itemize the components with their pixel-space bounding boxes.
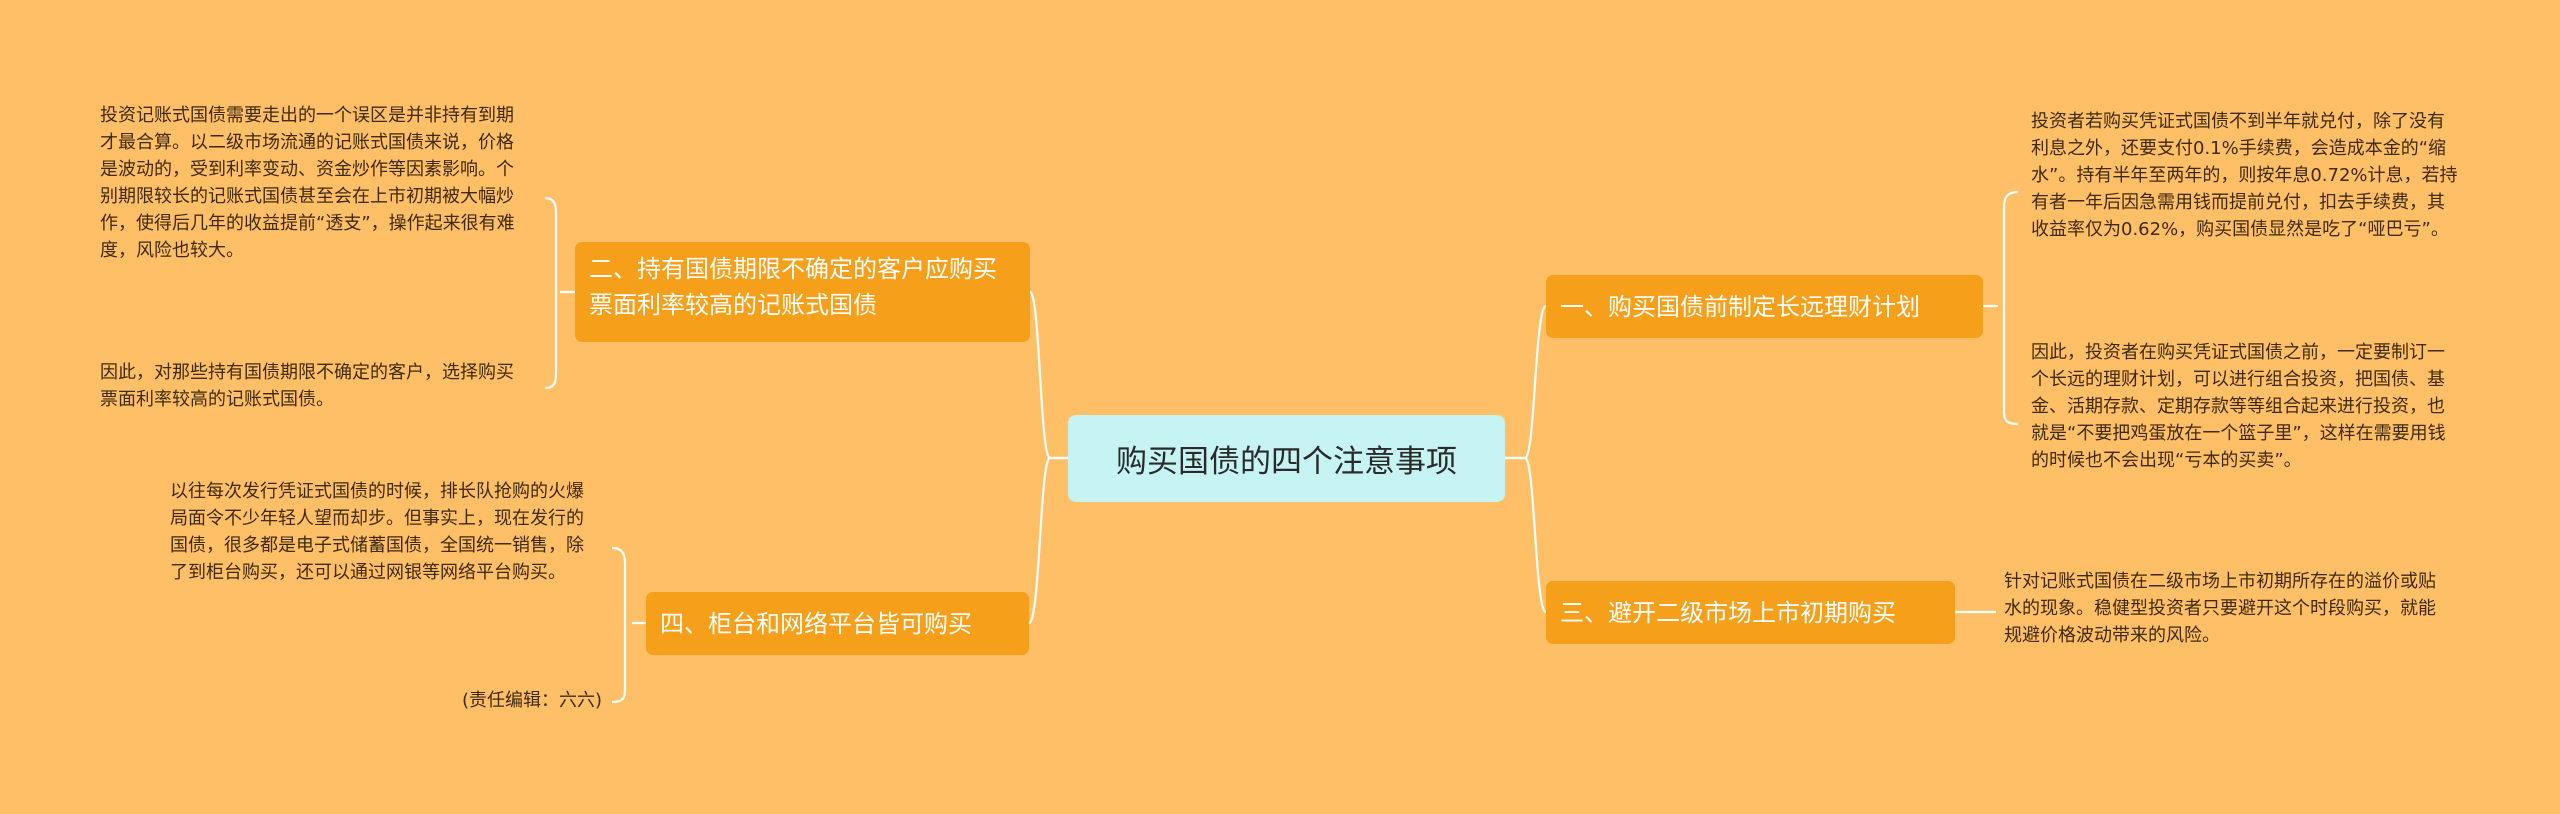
branch-3-label: 三、避开二级市场上市初期购买 bbox=[1560, 598, 1896, 627]
branch-3[interactable]: 三、避开二级市场上市初期购买 bbox=[1546, 581, 1955, 644]
connector-b2-leaves bbox=[544, 196, 575, 390]
connector-b1-leaves bbox=[1983, 190, 2019, 426]
branch-2[interactable]: 二、持有国债期限不确定的客户应购买票面利率较高的记账式国债 bbox=[575, 242, 1030, 342]
branch-1[interactable]: 一、购买国债前制定长远理财计划 bbox=[1546, 275, 1983, 338]
branch-1-label: 一、购买国债前制定长远理财计划 bbox=[1560, 292, 1920, 321]
branch-4-leaf-2: (责任编辑：六六) bbox=[461, 690, 602, 711]
branch-2-label: 二、持有国债期限不确定的客户应购买票面利率较高的记账式国债 bbox=[589, 255, 997, 319]
connector-root-b4 bbox=[1027, 456, 1068, 625]
connector-root-b1 bbox=[1505, 304, 1548, 460]
connector-b4-leaves bbox=[611, 546, 646, 704]
branch-2-leaf-2: 因此，对那些持有国债期限不确定的客户，选择购买票面利率较高的记账式国债。 bbox=[100, 362, 514, 410]
branch-1-leaf-1: 投资者若购买凭证式国债不到半年就兑付，除了没有利息之外，还要支付0.1%手续费，… bbox=[2031, 111, 2458, 240]
branch-4[interactable]: 四、柜台和网络平台皆可购买 bbox=[646, 592, 1029, 655]
connector-root-b3 bbox=[1505, 456, 1548, 614]
connector-root-b2 bbox=[1028, 290, 1068, 460]
branch-4-leaf-1: 以往每次发行凭证式国债的时候，排长队抢购的火爆局面令不少年轻人望而却步。但事实上… bbox=[170, 481, 584, 583]
root-topic[interactable]: 购买国债的四个注意事项 bbox=[1068, 415, 1505, 502]
root-topic-label: 购买国债的四个注意事项 bbox=[1116, 444, 1457, 480]
branch-2-leaf-1: 投资记账式国债需要走出的一个误区是并非持有到期才最合算。以二级市场流通的记账式国… bbox=[100, 105, 515, 261]
branch-3-leaf-1: 针对记账式国债在二级市场上市初期所存在的溢价或贴水的现象。稳健型投资者只要避开这… bbox=[2004, 571, 2436, 646]
branch-1-leaf-2: 因此，投资者在购买凭证式国债之前，一定要制订一个长远的理财计划，可以进行组合投资… bbox=[2031, 342, 2446, 471]
branch-4-label: 四、柜台和网络平台皆可购买 bbox=[660, 609, 972, 638]
